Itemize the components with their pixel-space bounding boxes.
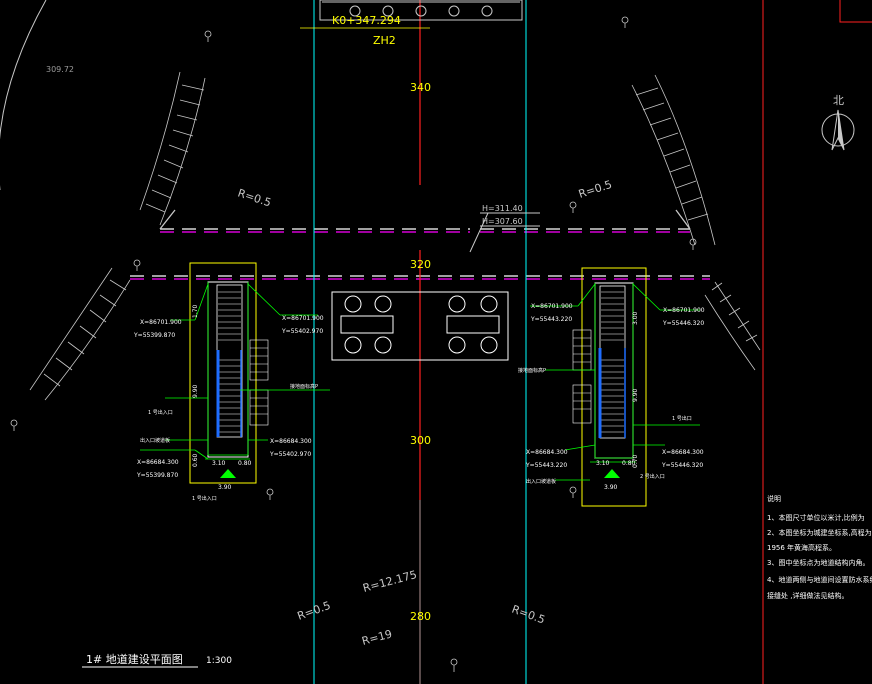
right-entrance-plan — [530, 267, 700, 507]
right-note-3: 出入口坡道板 — [526, 478, 556, 485]
light-pole-symbols — [10, 16, 697, 672]
notes-line-2: 2、本图坐标为城建坐标系,高程为 — [767, 528, 872, 537]
radius-label-upper-right: R=0.5 — [577, 178, 614, 201]
left-dim-3: 0.60 — [192, 453, 199, 467]
left-note-1: 接地面标高P — [290, 383, 318, 390]
left-coord-x2: X=86701.900 — [282, 315, 324, 322]
left-coord-y3: Y=55399.870 — [136, 472, 178, 479]
zh-label: ZH2 — [373, 34, 396, 47]
hatched-sidewalk-left-upper — [139, 71, 206, 226]
right-coord-y3: Y=55443.220 — [525, 462, 567, 469]
left-dim-2: 9.90 — [192, 384, 199, 398]
right-coord-y4: Y=55446.320 — [661, 462, 703, 469]
road-edge-dashed-upper — [159, 209, 691, 233]
center-structure — [331, 291, 509, 361]
right-dim-2: 9.90 — [632, 388, 639, 402]
notes-line-4: 3、图中坐标点为地道结构内角。 — [767, 558, 869, 567]
left-dim-5: 0.80 — [238, 460, 252, 467]
right-dim-4: 3.10 — [596, 460, 610, 467]
right-note-2: 1 号出口 — [672, 415, 692, 422]
h-label-top: H=311.40 — [482, 204, 523, 213]
left-coord-x3: X=86684.300 — [137, 459, 179, 466]
left-dim-6: 3.90 — [218, 484, 232, 491]
h-label-bottom: H=307.60 — [482, 217, 523, 226]
notes-line-3: 1956 年黄海高程系。 — [767, 543, 836, 552]
road-arc-left — [0, 0, 47, 190]
right-coord-y1: Y=55443.220 — [530, 316, 572, 323]
left-coord-y1: Y=55399.870 — [133, 332, 175, 339]
left-coord-y2: Y=55402.970 — [281, 328, 323, 335]
frame-corner-line — [839, 0, 872, 23]
radius-label-r12: R=12.175 — [361, 568, 418, 595]
drawing-title: 1# 地道建设平面图 — [86, 652, 183, 666]
right-dim-1: 3.00 — [632, 311, 639, 325]
left-dim-4: 3.10 — [212, 460, 226, 467]
notes-line-5: 4、地道两侧与地道间设置防水系统 — [767, 575, 872, 584]
left-coord-y4: Y=55402.970 — [269, 451, 311, 458]
station-label: K0+347.294 — [332, 14, 401, 27]
right-dim-6: 3.90 — [604, 484, 618, 491]
right-coord-x4: X=86684.300 — [662, 449, 704, 456]
notes-line-1: 1、本图尺寸单位以米计,比例为 — [767, 513, 865, 522]
elevation-marker — [469, 212, 540, 253]
grid-label-300: 300 — [410, 434, 431, 447]
grid-label-340: 340 — [410, 81, 431, 94]
radius-label-r19: R=19 — [360, 627, 393, 648]
elevation-label-left: 309.72 — [46, 65, 74, 74]
hatched-sidewalk-left-lower — [29, 267, 131, 401]
radius-label-lower-right: R=0.5 — [510, 603, 547, 627]
left-note-3: 出入口坡道板 — [140, 437, 170, 444]
right-note-1: 接地面标高P — [518, 367, 546, 374]
notes-block: 说明 1、本图尺寸单位以米计,比例为 2、本图坐标为城建坐标系,高程为 1956… — [767, 494, 872, 600]
radius-label-upper-left: R=0.5 — [236, 186, 273, 209]
north-arrow-icon — [821, 109, 855, 151]
right-coord-y2: Y=55446.320 — [662, 320, 704, 327]
right-coord-x1: X=86701.900 — [531, 303, 573, 310]
notes-line-6: 接缝处 ,详细做法见结构。 — [767, 591, 848, 600]
right-coord-x2: X=86701.900 — [663, 307, 705, 314]
drawing-scale: 1:300 — [206, 656, 232, 666]
left-coord-x1: X=86701.900 — [140, 319, 182, 326]
left-note-4: 1 号出入口 — [192, 495, 217, 502]
right-coord-x3: X=86684.300 — [526, 449, 568, 456]
hatched-sidewalk-right-upper — [631, 74, 716, 246]
grid-label-280: 280 — [410, 610, 431, 623]
right-note-4: 2 号出入口 — [640, 473, 665, 480]
notes-title: 说明 — [767, 494, 781, 503]
north-label: 北 — [833, 94, 844, 107]
top-structure — [300, 0, 523, 29]
left-note-2: 1 号出入口 — [148, 409, 173, 416]
right-dim-5: 0.80 — [622, 460, 636, 467]
right-dim-3: 0.70 — [632, 454, 639, 468]
left-coord-x4: X=86684.300 — [270, 438, 312, 445]
left-entrance-plan — [140, 262, 330, 484]
hatched-sidewalk-right-lower — [704, 281, 761, 371]
left-dim-1: 1.70 — [192, 304, 199, 318]
grid-label-320: 320 — [410, 258, 431, 271]
